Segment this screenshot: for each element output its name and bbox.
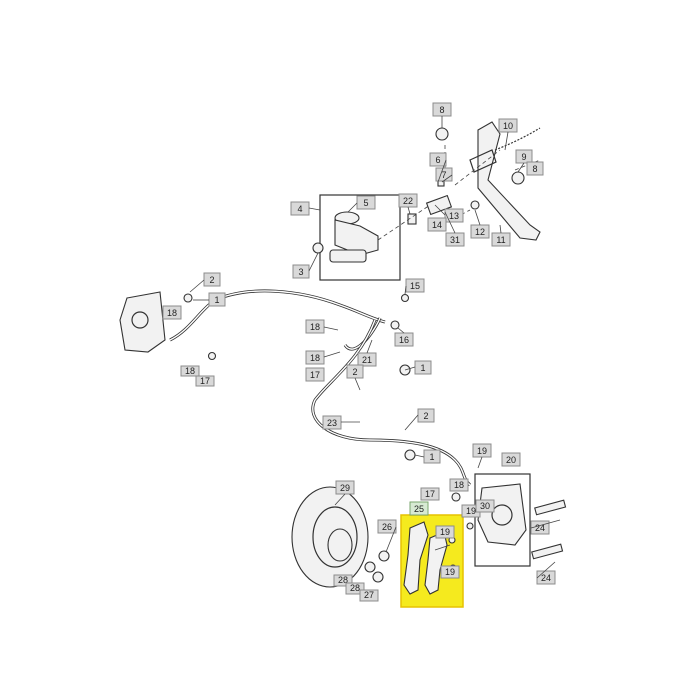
callout-16: 16	[394, 332, 414, 347]
callout-20: 20	[501, 452, 521, 467]
callout-24-lower: 24	[536, 570, 556, 585]
callout-17-lower-left: 17	[195, 375, 215, 387]
brake-hoses	[169, 289, 472, 487]
callout-13: 13	[444, 208, 464, 223]
callout-3: 3	[292, 264, 310, 279]
callout-22: 22	[398, 193, 418, 208]
callout-18-mid: 18	[305, 319, 325, 334]
svg-text:8: 8	[439, 105, 444, 115]
svg-text:11: 11	[496, 235, 505, 245]
right-caliper-assembly	[451, 473, 567, 567]
svg-text:21: 21	[362, 355, 372, 365]
callout-6: 6	[429, 152, 447, 167]
callout-19-pad-bottom: 19	[440, 565, 460, 579]
svg-text:1: 1	[214, 295, 219, 305]
svg-text:18: 18	[454, 480, 464, 490]
svg-text:4: 4	[297, 204, 302, 214]
callout-9: 9	[515, 149, 533, 164]
callout-8-right: 8	[526, 161, 544, 176]
svg-text:13: 13	[449, 211, 459, 221]
svg-text:17: 17	[200, 376, 210, 386]
brake-disc-assembly	[291, 486, 390, 588]
callout-25: 25	[409, 501, 429, 516]
callout-10: 10	[498, 118, 518, 133]
callout-1-mid: 1	[414, 360, 432, 375]
callout-14: 14	[427, 217, 447, 232]
callout-31: 31	[445, 232, 465, 247]
svg-text:19: 19	[445, 567, 455, 577]
callout-27: 27	[359, 589, 379, 602]
svg-text:18: 18	[310, 322, 320, 332]
svg-text:20: 20	[506, 455, 516, 465]
svg-text:8: 8	[532, 164, 537, 174]
svg-text:10: 10	[503, 121, 513, 131]
callout-1-lower: 1	[423, 449, 441, 464]
svg-text:12: 12	[475, 227, 485, 237]
callout-23: 23	[322, 415, 342, 430]
callout-19-top: 19	[472, 443, 492, 458]
callout-18-lower-left: 18	[180, 365, 200, 377]
callout-15: 15	[405, 278, 425, 293]
svg-text:17: 17	[425, 489, 435, 499]
svg-text:2: 2	[423, 411, 428, 421]
callout-18-lower: 18	[449, 478, 469, 492]
svg-text:9: 9	[521, 152, 526, 162]
svg-text:16: 16	[399, 335, 409, 345]
callout-21: 21	[357, 352, 377, 367]
callout-11: 11	[491, 232, 511, 247]
callout-labels: 8 10 6 7 9 8 22 13 14 31 12	[162, 102, 556, 602]
svg-text:18: 18	[310, 353, 320, 363]
callout-18-left: 18	[162, 305, 182, 320]
callout-28-lower: 28	[345, 582, 365, 595]
svg-text:6: 6	[435, 155, 440, 165]
svg-text:2: 2	[209, 275, 214, 285]
svg-text:29: 29	[340, 483, 350, 493]
svg-text:18: 18	[167, 308, 177, 318]
svg-text:18: 18	[185, 366, 195, 376]
callout-2-lower: 2	[417, 408, 435, 423]
svg-text:23: 23	[327, 418, 337, 428]
callout-5: 5	[356, 195, 376, 210]
svg-text:1: 1	[429, 452, 434, 462]
callout-28-upper: 28	[333, 574, 353, 587]
callout-30: 30	[475, 499, 495, 513]
callout-2-mid: 2	[346, 364, 364, 379]
callout-17-mid: 17	[305, 367, 325, 382]
svg-text:24: 24	[541, 573, 551, 583]
leader-lines	[189, 116, 561, 579]
svg-text:22: 22	[403, 196, 413, 206]
svg-text:30: 30	[480, 501, 490, 511]
svg-text:26: 26	[382, 522, 392, 532]
svg-text:7: 7	[441, 170, 446, 180]
callout-8-top: 8	[432, 102, 452, 117]
svg-text:19: 19	[440, 527, 450, 537]
callout-12: 12	[470, 224, 490, 239]
callout-26: 26	[377, 519, 397, 534]
svg-text:24: 24	[535, 523, 545, 533]
svg-text:28: 28	[350, 583, 360, 593]
callout-19-pad-top: 19	[435, 525, 455, 539]
svg-text:17: 17	[310, 370, 320, 380]
svg-text:15: 15	[410, 281, 420, 291]
callout-1-upper-left: 1	[208, 292, 226, 307]
callout-18-mid2: 18	[305, 350, 325, 365]
svg-text:5: 5	[363, 198, 368, 208]
svg-text:25: 25	[414, 504, 424, 514]
svg-text:19: 19	[477, 446, 487, 456]
callout-2-upper-left: 2	[203, 272, 221, 287]
svg-text:14: 14	[432, 220, 442, 230]
svg-text:3: 3	[298, 267, 303, 277]
callout-29: 29	[335, 480, 355, 495]
svg-text:31: 31	[450, 235, 460, 245]
callout-4: 4	[290, 201, 310, 216]
svg-text:19: 19	[466, 506, 476, 516]
left-caliper	[119, 291, 217, 361]
svg-text:27: 27	[364, 590, 374, 600]
svg-text:28: 28	[338, 575, 348, 585]
callout-7: 7	[435, 167, 453, 182]
svg-text:2: 2	[352, 367, 357, 377]
svg-text:1: 1	[420, 363, 425, 373]
callout-17-lower: 17	[420, 487, 440, 501]
